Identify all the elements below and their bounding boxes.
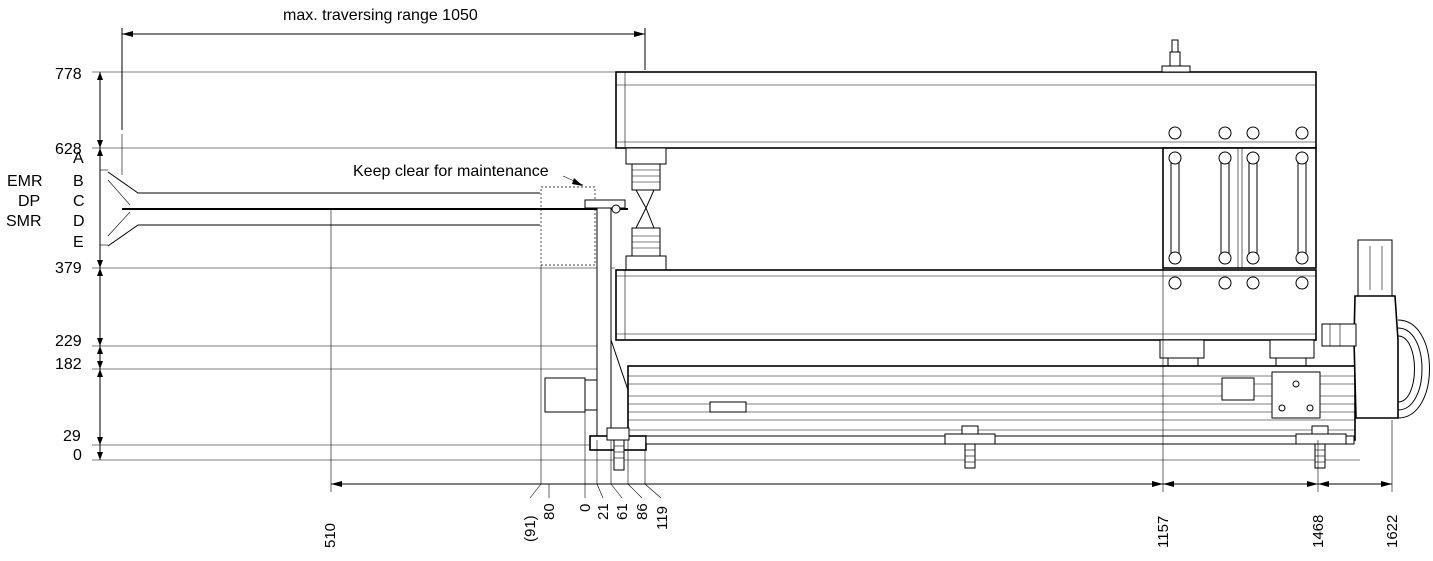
lower-beam — [615, 269, 1317, 341]
level-c: C — [73, 193, 85, 210]
foot-left — [606, 427, 630, 471]
level-d: D — [73, 213, 85, 230]
front-arm — [584, 199, 646, 441]
foot-middle — [944, 425, 996, 469]
label-dp: DP — [18, 193, 40, 210]
dim-1157: 1157 — [1155, 516, 1172, 548]
bottom-labels: 510 (91) 80 0 21 61 86 119 1157 1468 162… — [322, 503, 1401, 548]
level-e: E — [73, 234, 84, 251]
lower-electrode — [625, 227, 667, 271]
side-column — [1162, 147, 1317, 269]
dim-0: 0 — [577, 504, 594, 512]
dim-61: 61 — [614, 503, 631, 520]
machine-feet — [606, 425, 1347, 471]
level-182: 182 — [55, 356, 82, 373]
maintenance-label: Keep clear for maintenance — [353, 163, 549, 180]
dim-80: 80 — [541, 503, 558, 520]
dim-21: 21 — [595, 503, 612, 520]
beam-supports — [1159, 339, 1315, 369]
label-emr: EMR — [7, 173, 43, 190]
bottom-dimension-line — [330, 209, 1393, 499]
dim-86: 86 — [634, 503, 651, 520]
traversing-range-dimension: max. traversing range 1050 — [121, 7, 646, 130]
dim-1622: 1622 — [1384, 515, 1401, 548]
dim-91: (91) — [522, 515, 539, 542]
left-dimension-axis — [92, 71, 1360, 461]
dim-1468: 1468 — [1310, 515, 1327, 548]
upper-electrode — [625, 147, 667, 229]
foot-right — [1295, 425, 1347, 469]
dim-119: 119 — [654, 506, 671, 530]
maintenance-zone: Keep clear for maintenance — [353, 163, 596, 266]
level-778: 778 — [55, 66, 82, 83]
level-628: 628 — [55, 141, 82, 158]
base-rail — [627, 365, 1356, 441]
traversing-range-label: max. traversing range 1050 — [283, 7, 478, 24]
level-229: 229 — [55, 333, 82, 350]
electrode-paths — [100, 134, 628, 247]
cable-carrier — [1321, 239, 1430, 419]
level-labels: 778 628 A B C D E 379 229 182 29 0 EMR D… — [6, 66, 85, 464]
upper-beam — [615, 39, 1317, 149]
level-b: B — [73, 173, 84, 190]
level-29: 29 — [63, 428, 81, 445]
level-a: A — [73, 150, 84, 167]
level-379: 379 — [55, 260, 82, 277]
level-0: 0 — [73, 447, 82, 464]
drive-motor — [544, 377, 598, 413]
dim-510: 510 — [322, 523, 339, 548]
label-smr: SMR — [6, 213, 42, 230]
